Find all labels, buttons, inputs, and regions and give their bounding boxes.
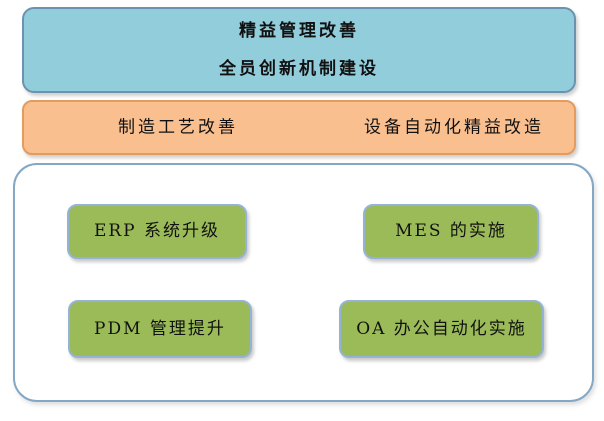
equipment-automation-label: 设备自动化精益改造 — [364, 117, 544, 137]
erp-upgrade-label: ERP 系统升级 — [93, 221, 221, 241]
process-improvement-bar: 制造工艺改善 设备自动化精益改造 — [22, 100, 576, 155]
mes-implementation-box: MES 的实施 — [363, 204, 539, 259]
pdm-improvement-box: PDM 管理提升 — [68, 300, 252, 358]
erp-upgrade-box: ERP 系统升级 — [67, 204, 247, 259]
manufacturing-process-label: 制造工艺改善 — [118, 117, 238, 137]
oa-automation-box: OA 办公自动化实施 — [339, 300, 544, 358]
oa-automation-label: OA 办公自动化实施 — [356, 318, 527, 339]
mes-implementation-label: MES 的实施 — [395, 221, 507, 241]
innovation-mechanism-title: 全员创新机制建设 — [219, 58, 379, 79]
lean-management-title: 精益管理改善 — [239, 20, 359, 41]
pdm-improvement-label: PDM 管理提升 — [94, 318, 226, 339]
it-systems-panel: ERP 系统升级 MES 的实施 PDM 管理提升 OA 办公自动化实施 — [13, 163, 594, 402]
lean-management-box: 精益管理改善 全员创新机制建设 — [22, 7, 576, 93]
